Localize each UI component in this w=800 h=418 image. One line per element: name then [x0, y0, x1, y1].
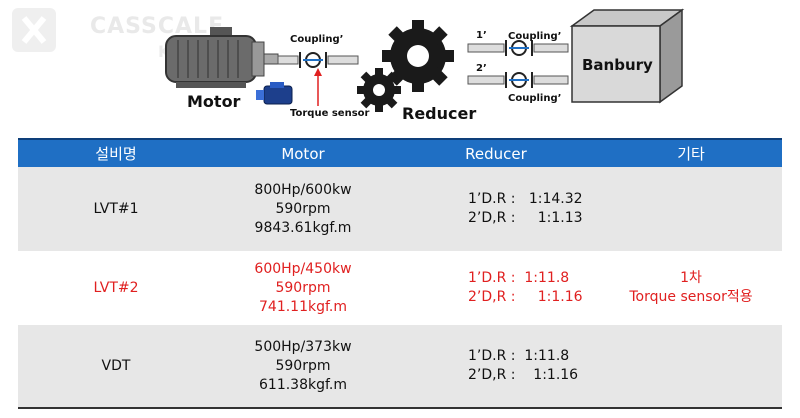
reducer-ratio-2: 2’D,R : 1:1.16: [468, 289, 583, 305]
motor-label: Motor: [187, 92, 241, 111]
table-row: LVT#1 800Hp/600kw 590rpm 9843.61kgf.m 1’…: [18, 167, 782, 251]
etc-note: [600, 325, 782, 409]
motor-rpm: 590rpm: [275, 357, 331, 374]
header-reducer: Reducer: [392, 138, 600, 167]
coupling-motor-icon: [299, 52, 327, 68]
shaft2-label: 2’: [476, 63, 487, 74]
table-header-row: 설비명 Motor Reducer 기타: [18, 138, 782, 167]
brand-watermark: CASSCALE KO: [10, 6, 230, 61]
reducer-ratio-2: 2’D,R : 1:1.13: [468, 210, 583, 226]
reducer-spec: 1’D.R : 1:14.32 2’D,R : 1:1.13: [392, 167, 600, 251]
reducer-ratio-1: 1’D.R : 1:14.32: [468, 191, 583, 207]
motor-spec: 800Hp/600kw 590rpm 9843.61kgf.m: [214, 167, 392, 251]
etc-line-2: Torque sensor적용: [629, 289, 753, 305]
motor-torque: 611.38kgf.m: [259, 376, 347, 393]
reducer-ratio-1: 1’D.R : 1:11.8: [468, 270, 570, 286]
reducer-ratio-1: 1’D.R : 1:11.8: [468, 348, 570, 364]
reducer-gear-icon: [357, 20, 454, 112]
brand-logo-icon: [12, 8, 56, 52]
motor-rpm: 590rpm: [275, 279, 331, 296]
reducer-spec: 1’D.R : 1:11.8 2’D,R : 1:1.16: [392, 325, 600, 409]
equipment-spec-table: 설비명 Motor Reducer 기타 LVT#1 800Hp/600kw 5…: [18, 138, 782, 409]
etc-line-1: 1차: [680, 270, 702, 286]
etc-note: 1차 Torque sensor적용: [600, 251, 782, 325]
motor-icon: [165, 27, 279, 88]
motor-power: 500Hp/373kw: [254, 338, 352, 355]
table-row: VDT 500Hp/373kw 590rpm 611.38kgf.m 1’D.R…: [18, 325, 782, 409]
shaft1-label: 1’: [476, 30, 487, 41]
equipment-name: LVT#1: [18, 167, 214, 251]
motor-spec: 600Hp/450kw 590rpm 741.11kgf.m: [214, 251, 392, 325]
motor-spec: 500Hp/373kw 590rpm 611.38kgf.m: [214, 325, 392, 409]
motor-torque: 9843.61kgf.m: [254, 219, 352, 236]
banbury-box-icon: [569, 8, 685, 104]
reducer-label: Reducer: [402, 104, 477, 123]
header-etc: 기타: [600, 138, 782, 167]
watermark-brand: CASSCALE: [90, 14, 225, 39]
banbury-label: Banbury: [582, 56, 653, 74]
drivetrain-diagram: CASSCALE KO: [0, 0, 800, 132]
table-row-highlighted: LVT#2 600Hp/450kw 590rpm 741.11kgf.m 1’D…: [18, 251, 782, 325]
coupling-motor-label: Coupling’: [290, 34, 344, 45]
etc-note: [600, 167, 782, 251]
torque-sensor-label: Torque sensor: [290, 108, 370, 119]
coupling-top-label: Coupling’: [508, 31, 562, 42]
motor-torque: 741.11kgf.m: [259, 298, 347, 315]
header-motor: Motor: [214, 138, 392, 167]
reducer-spec: 1’D.R : 1:11.8 2’D,R : 1:1.16: [392, 251, 600, 325]
motor-rpm: 590rpm: [275, 200, 331, 217]
equipment-name: VDT: [18, 325, 214, 409]
motor-power: 600Hp/450kw: [254, 260, 352, 277]
coupling-bottom-icon: [505, 72, 533, 88]
motor-power: 800Hp/600kw: [254, 181, 352, 198]
coupling-bottom-label: Coupling’: [508, 93, 562, 104]
coupling-top-icon: [505, 40, 533, 56]
reducer-ratio-2: 2’D,R : 1:1.16: [468, 367, 579, 383]
diagram-canvas: [165, 8, 685, 112]
torque-sensor-icon: [256, 82, 293, 105]
equipment-name: LVT#2: [18, 251, 214, 325]
header-equipment-name: 설비명: [18, 138, 214, 167]
